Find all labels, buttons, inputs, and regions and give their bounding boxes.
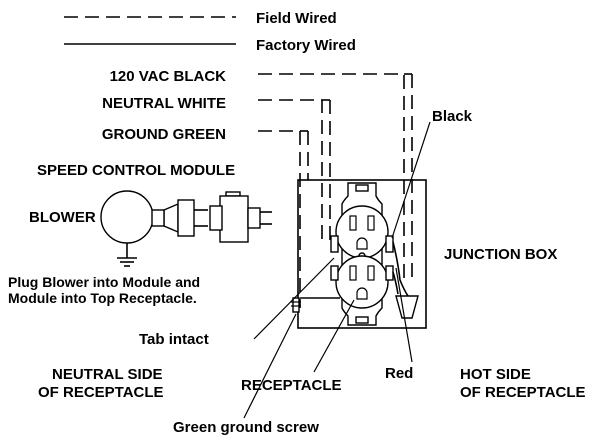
hot-wire-label: 120 VAC BLACK — [110, 68, 227, 85]
wire-nut — [395, 295, 419, 319]
black-wire-solid — [392, 271, 399, 295]
junction-box-label: JUNCTION BOX — [444, 246, 557, 263]
neutral-side-label-2: OF RECEPTACLE — [38, 384, 164, 401]
green-screw-leader — [243, 313, 297, 419]
ground-wire-label: GROUND GREEN — [102, 126, 226, 143]
black-label: Black — [432, 108, 473, 125]
instruction-line-2: Module into Top Receptacle. — [8, 290, 197, 306]
red-wire-solid — [392, 241, 409, 297]
tab-intact-leader — [253, 257, 335, 340]
blower-plug — [163, 199, 208, 237]
tab-intact-label: Tab intact — [139, 331, 209, 348]
hot-side-label-1: HOT SIDE — [460, 366, 531, 383]
neutral-wire-label: NEUTRAL WHITE — [102, 95, 226, 112]
red-leader — [395, 267, 413, 363]
receptacle-leader — [313, 299, 355, 373]
neutral-side-label-1: NEUTRAL SIDE — [52, 366, 163, 383]
instruction-line-1: Plug Blower into Module and — [8, 274, 200, 290]
green-ground-screw-label: Green ground screw — [173, 419, 319, 436]
duplex-receptacle — [330, 182, 394, 326]
legend-field-wired-label: Field Wired — [256, 10, 337, 27]
legend-factory-wired-label: Factory Wired — [256, 37, 356, 54]
blower-motor — [100, 190, 165, 267]
blower-label: BLOWER — [29, 209, 96, 226]
green-ground-screw — [291, 297, 301, 313]
speed-control-module — [209, 191, 272, 243]
hot-side-label-2: OF RECEPTACLE — [460, 384, 586, 401]
ground-wire-field — [258, 130, 309, 308]
receptacle-label: RECEPTACLE — [241, 377, 342, 394]
hot-wire-field — [258, 73, 413, 282]
junction-box — [297, 179, 427, 329]
red-label: Red — [385, 365, 413, 382]
speed-control-module-label: SPEED CONTROL MODULE — [37, 162, 235, 179]
black-leader — [391, 121, 431, 239]
